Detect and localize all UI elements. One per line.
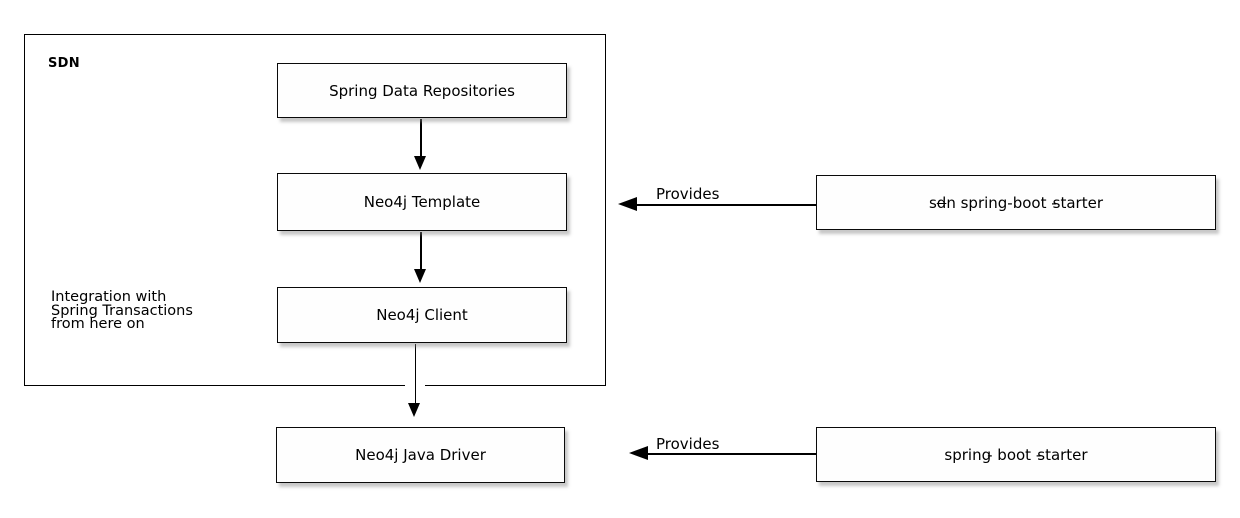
label-part: n spring-boot <box>946 193 1052 212</box>
label-part: boot <box>992 445 1036 464</box>
label-part: starter <box>1037 445 1088 464</box>
node-sdn-spring-boot-starter: sdn spring-boot -starter <box>816 175 1216 230</box>
node-label: Neo4j Template <box>363 193 481 211</box>
arrow-template-to-client-line <box>420 232 422 269</box>
label-part: starter <box>1052 193 1104 212</box>
arrow-down-icon <box>414 269 426 283</box>
integration-note-line-3: from here on <box>51 316 145 332</box>
arrow-repositories-to-template-line <box>420 119 422 156</box>
node-neo4j-java-driver: Neo4j Java Driver <box>276 427 565 483</box>
node-label: Spring Data Repositories <box>329 81 515 100</box>
provides-label-bottom: Provides <box>656 435 720 453</box>
arrow-down-icon <box>414 156 426 170</box>
label-part: s <box>928 193 937 212</box>
label-part-hyphen: - <box>987 445 993 464</box>
node-label: spring- boot -starter <box>944 446 1087 464</box>
provides-arrow-bottom-line <box>648 453 816 455</box>
label-part-struck: d <box>936 193 947 212</box>
label-part-hyphen: - <box>1035 445 1042 464</box>
sdn-group-label: SDN <box>48 56 80 71</box>
node-label: Neo4j Java Driver <box>355 446 486 464</box>
integration-note: Integration with Spring Transactions fro… <box>51 289 193 332</box>
node-neo4j-template: Neo4j Template <box>277 173 567 231</box>
integration-note-line-2: Spring Transactions <box>51 302 193 319</box>
arrow-down-icon <box>408 403 421 417</box>
provides-arrow-top-line <box>637 204 816 206</box>
label-part: spring <box>944 445 992 464</box>
node-label: sdn spring-boot -starter <box>929 194 1103 212</box>
sdn-group-box <box>24 34 606 386</box>
arrow-client-to-driver-line <box>414 344 416 403</box>
node-spring-boot-starter: spring- boot -starter <box>816 427 1216 482</box>
node-spring-data-repositories: Spring Data Repositories <box>277 63 567 118</box>
node-label: Neo4j Client <box>376 306 468 324</box>
integration-note-line-1: Integration with <box>51 289 167 305</box>
provides-label-top: Provides <box>656 185 720 203</box>
node-neo4j-client: Neo4j Client <box>277 287 567 343</box>
arrow-left-icon <box>618 197 637 211</box>
arrow-left-icon <box>629 446 648 460</box>
label-part-hyphen: - <box>1051 193 1057 212</box>
